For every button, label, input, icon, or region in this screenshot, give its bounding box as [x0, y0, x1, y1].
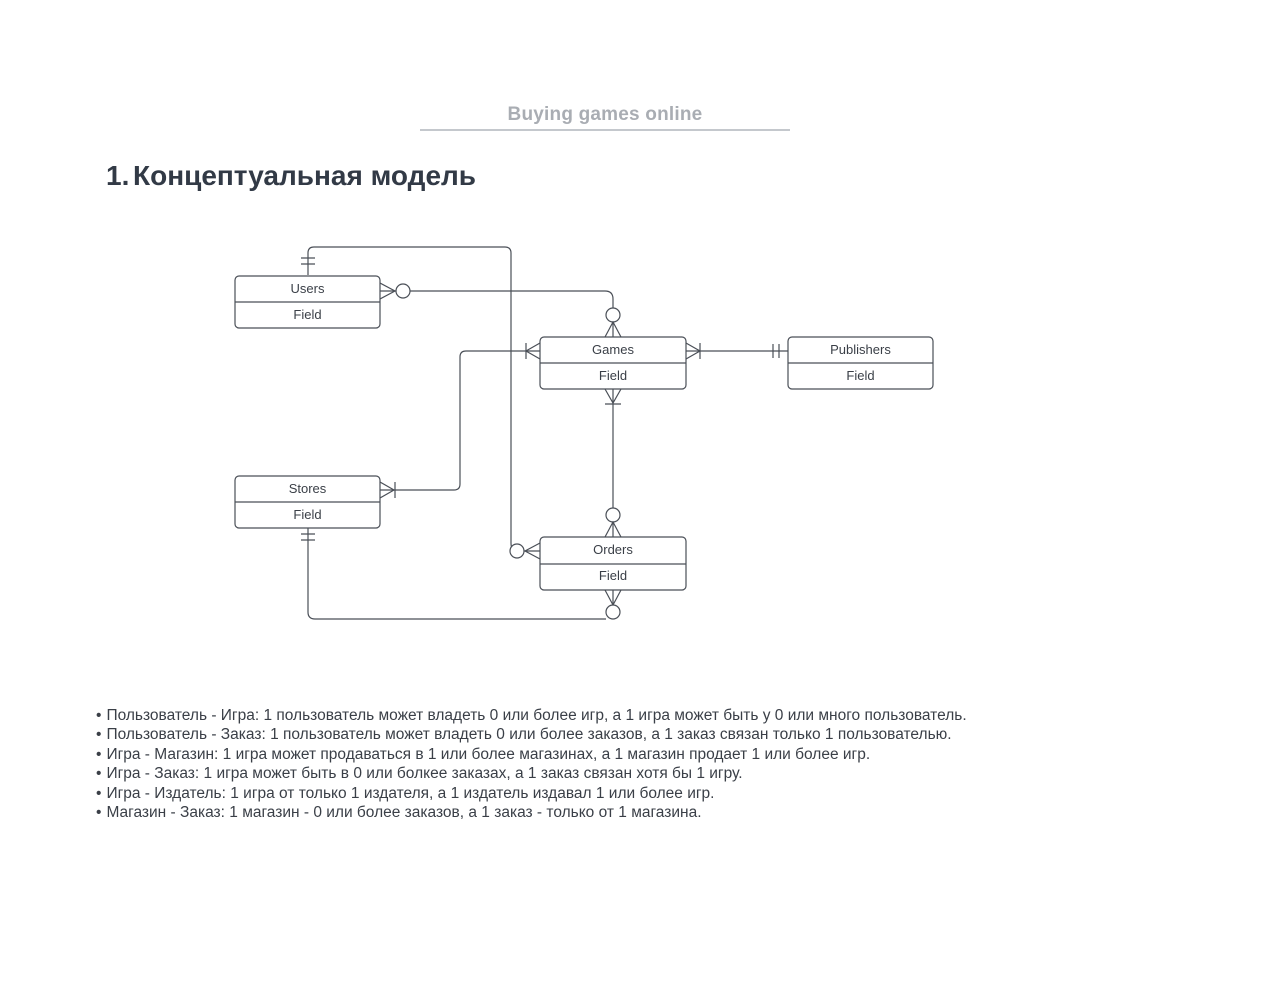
section-heading-text: Концептуальная модель: [133, 160, 477, 191]
connector-stores-orders: [307, 528, 606, 620]
entity-stores-name: Stores: [289, 481, 327, 496]
entity-games-name: Games: [592, 342, 634, 357]
section-heading: 1.Концептуальная модель: [106, 160, 476, 192]
connector-users-games: [380, 290, 614, 337]
entity-orders-field: Field: [599, 568, 627, 583]
note-item: Магазин - Заказ: 1 магазин - 0 или более…: [96, 803, 967, 822]
relationship-notes: Пользователь - Игра: 1 пользователь може…: [96, 706, 967, 822]
cardinality-markers: [301, 257, 780, 620]
section-number: 1.: [106, 160, 130, 191]
entity-games-field: Field: [599, 368, 627, 383]
connector-stores-games: [380, 350, 540, 491]
title-underline: [420, 129, 790, 131]
entity-stores: Stores Field: [234, 475, 381, 529]
entity-orders-name: Orders: [593, 542, 633, 557]
note-item: Пользователь - Игра: 1 пользователь може…: [96, 706, 966, 725]
entity-users: Users Field: [234, 275, 381, 329]
entity-publishers: Publishers Field: [787, 336, 934, 390]
entity-games: Games Field: [539, 336, 687, 390]
note-item: Игра - Заказ: 1 игра может быть в 0 или …: [96, 764, 967, 783]
entity-users-name: Users: [291, 281, 325, 296]
entity-orders: Orders Field: [539, 536, 687, 591]
entity-stores-field: Field: [293, 507, 321, 522]
entity-publishers-name: Publishers: [830, 342, 891, 357]
note-item: Игра - Издатель: 1 игра от только 1 изда…: [96, 784, 967, 803]
note-item: Игра - Магазин: 1 игра может продаваться…: [96, 745, 967, 764]
entity-publishers-field: Field: [846, 368, 874, 383]
document-title: Buying games online: [507, 104, 703, 125]
note-item: Пользователь - Заказ: 1 пользователь мож…: [96, 725, 967, 744]
entity-users-field: Field: [293, 307, 321, 322]
